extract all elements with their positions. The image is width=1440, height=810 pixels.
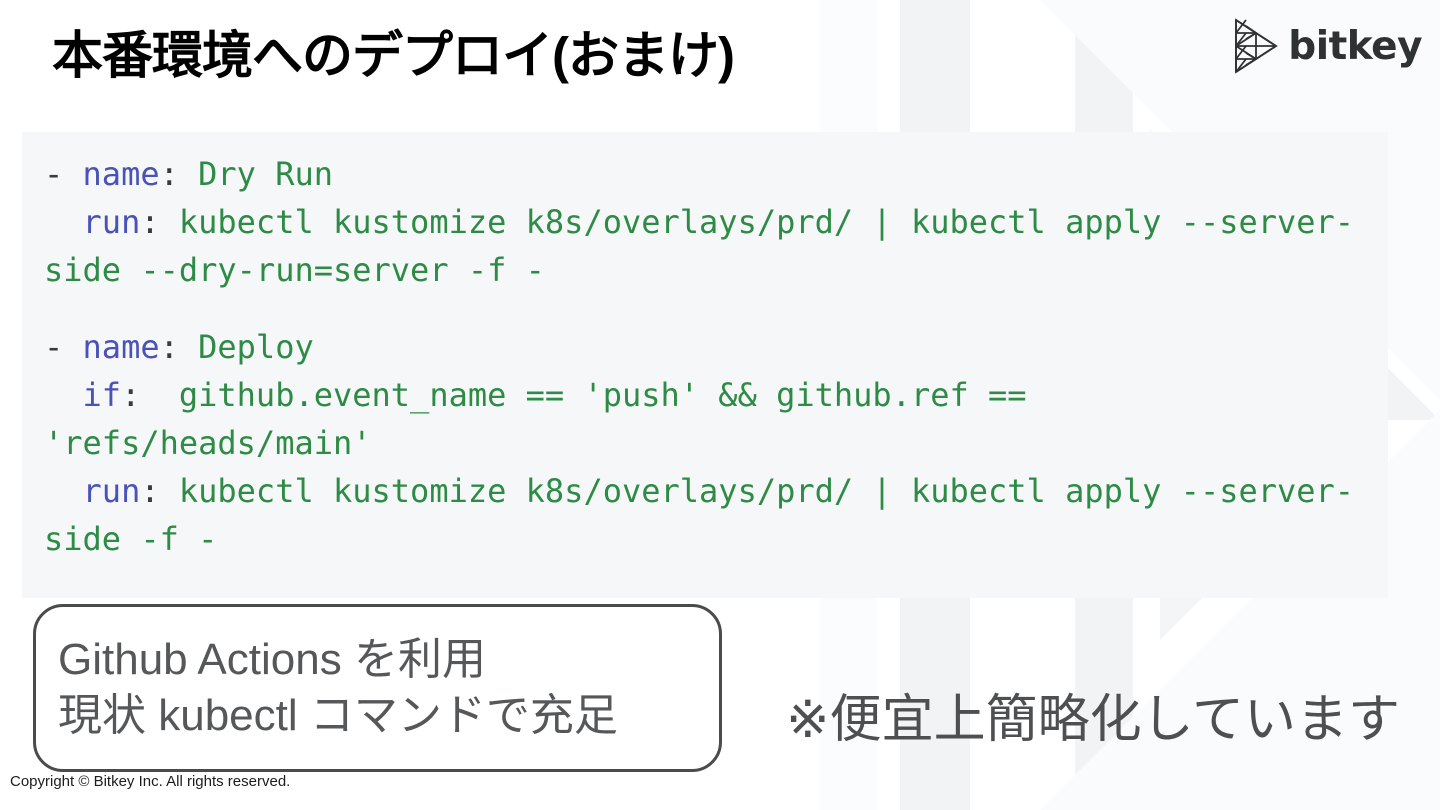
code-blank-line [44,294,1366,323]
code-indent: - [44,327,83,366]
code-line: run: kubectl kustomize k8s/overlays/prd/… [44,203,1354,289]
code-colon: : [159,327,199,366]
code-key: run [82,203,141,241]
callout-line-2: 現状 kubectl コマンドで充足 [58,691,618,740]
copyright-footer: Copyright © Bitkey Inc. All rights reser… [10,773,291,790]
code-key: if [82,375,122,414]
side-note: ※便宜上簡略化しています [786,691,1401,749]
brand-logo: bitkey [1234,18,1422,74]
code-indent: - [44,155,83,193]
code-line: - name: Deploy [44,328,314,366]
code-key: name [82,155,160,193]
code-text: - name: Dry Run run: kubectl kustomize k… [44,150,1366,563]
code-colon: : [140,471,179,510]
code-line: if: github.event_name == 'push' && githu… [44,376,1046,462]
code-colon: : [140,203,179,241]
code-value: Deploy [198,327,314,366]
code-indent [44,376,83,414]
code-line: run: kubectl kustomize k8s/overlays/prd/… [44,472,1354,558]
code-key: name [82,327,160,366]
code-indent [44,203,83,241]
code-value: kubectl kustomize k8s/overlays/prd/ | ku… [44,203,1355,289]
callout-line-1: Github Actions を利用 [58,634,486,684]
code-line: - name: Dry Run [44,155,333,193]
page-title: 本番環境へのデプロイ(おまけ) [52,27,735,84]
callout-box: Github Actions を利用 現状 kubectl コマンドで充足 [33,604,722,772]
bitkey-triangle-mesh-icon [1235,18,1278,74]
brand-name: bitkey [1288,23,1422,69]
code-key: run [82,471,141,510]
code-value: kubectl kustomize k8s/overlays/prd/ | ku… [44,471,1355,558]
code-colon: : [159,155,199,193]
code-block: - name: Dry Run run: kubectl kustomize k… [22,132,1388,598]
code-indent [44,472,83,510]
code-value: Dry Run [198,155,333,193]
code-value: github.event_name == 'push' && github.re… [44,375,1046,462]
code-colon: : [121,375,179,414]
